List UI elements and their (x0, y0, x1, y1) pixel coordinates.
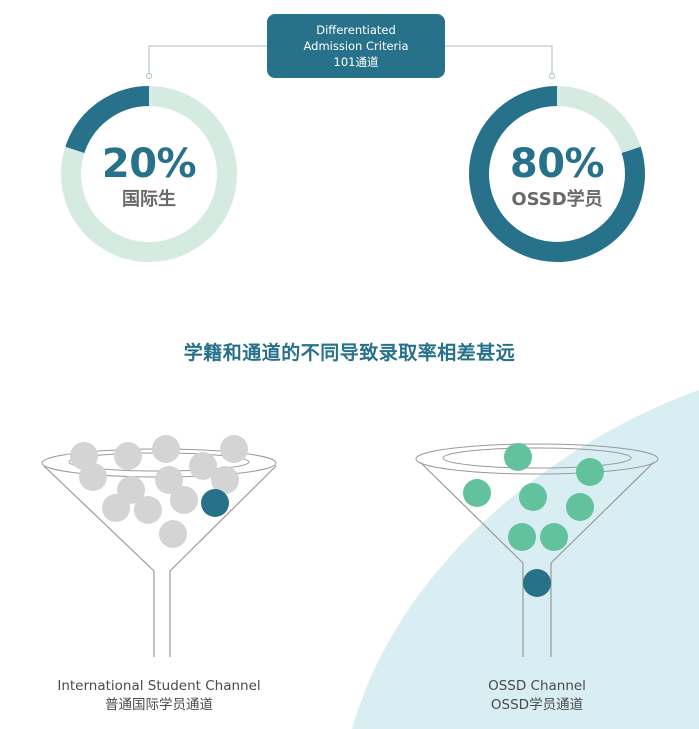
criteria-header-line-2: Admission Criteria (303, 39, 409, 53)
donut-left-label: 国际生 (122, 189, 176, 210)
ball-green (508, 523, 536, 551)
funnel-right-body (419, 461, 655, 657)
donut-left (61, 86, 237, 262)
donut-right-value-arc (469, 86, 645, 262)
ball-grey (220, 435, 248, 463)
connector-dot-left (146, 73, 152, 79)
ball-grey (134, 496, 162, 524)
ball-green (504, 443, 532, 471)
funnel-left-caption: International Student Channel 普通国际学员通道 (29, 677, 289, 715)
connector-right (445, 45, 553, 74)
donut-left-value-arc (65, 86, 150, 154)
ball-green (566, 493, 594, 521)
ball-green (576, 458, 604, 486)
funnel-right (415, 443, 659, 657)
ball-grey (152, 435, 180, 463)
ball-grey (170, 486, 198, 514)
background-arc (352, 390, 699, 729)
connector-lines (148, 45, 553, 74)
balls-right (463, 443, 604, 597)
connector-dot-right (549, 73, 555, 79)
ball-grey (189, 452, 217, 480)
funnel-right-caption-zh: OSSD学员通道 (490, 697, 584, 713)
funnel-left-caption-en: International Student Channel (57, 678, 261, 694)
funnel-right-caption: OSSD Channel OSSD学员通道 (407, 677, 667, 715)
ball-grey (155, 466, 183, 494)
donut-right-label: OSSD学员 (511, 189, 603, 210)
ball-green (540, 523, 568, 551)
criteria-header-line-3: 101通道 (333, 55, 379, 69)
ball-grey (102, 494, 130, 522)
headline: 学籍和通道的不同导致录取率相差甚远 (183, 342, 516, 364)
ball-green (519, 483, 547, 511)
ball-teal (201, 489, 229, 517)
ball-grey (70, 442, 98, 470)
ball-grey (114, 442, 142, 470)
donut-left-percent: 20% (101, 141, 197, 187)
funnel-right-rim-inner (442, 447, 632, 469)
ball-green (463, 479, 491, 507)
funnel-left-body (43, 465, 277, 657)
ball-grey (211, 466, 239, 494)
funnel-left-caption-zh: 普通国际学员通道 (105, 697, 213, 713)
ball-teal (523, 569, 551, 597)
criteria-header-line-1: Differentiated (316, 23, 396, 37)
funnel-right-caption-en: OSSD Channel (488, 678, 586, 694)
donut-right (469, 86, 645, 262)
connector-left (148, 45, 267, 74)
ball-grey (79, 463, 107, 491)
ball-grey (159, 520, 187, 548)
funnel-right-rim-outer (415, 443, 659, 475)
donut-right-percent: 80% (509, 141, 605, 187)
balls-left (70, 435, 248, 548)
criteria-header-box: Differentiated Admission Criteria 101通道 (267, 14, 445, 78)
